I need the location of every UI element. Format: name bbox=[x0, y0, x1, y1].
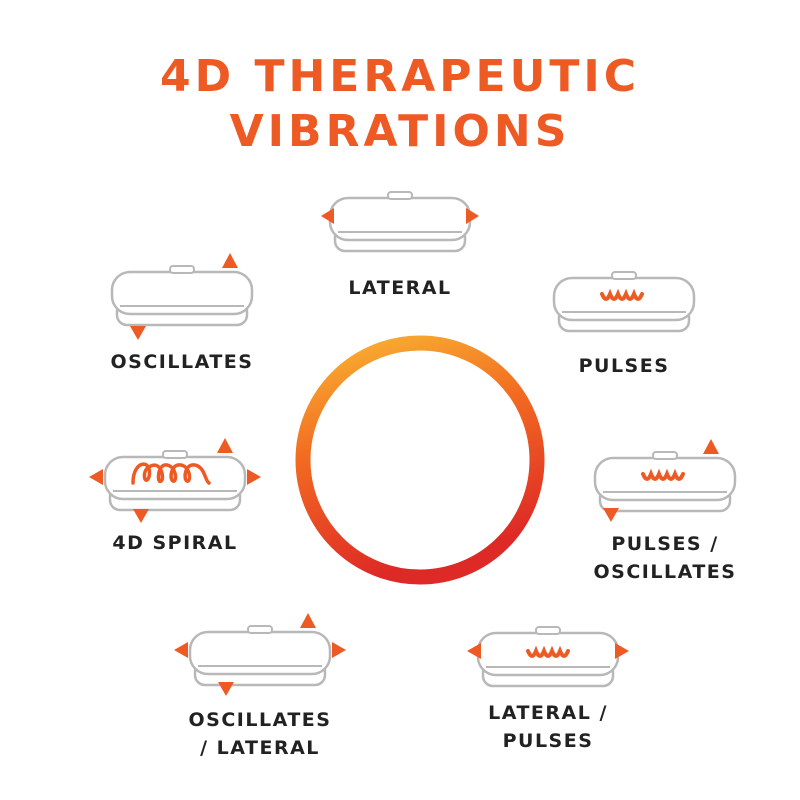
oscillates-lateral-label-2: / LATERAL bbox=[200, 737, 320, 759]
mode-lateral-pulses: LATERAL / PULSES bbox=[428, 625, 668, 755]
lateral-label: LATERAL bbox=[348, 277, 452, 299]
mode-4d-spiral: 4D SPIRAL bbox=[55, 437, 295, 557]
title-line-1: 4D THERAPEUTIC bbox=[160, 51, 640, 102]
oscillates-platform-icon bbox=[110, 253, 254, 340]
pulses-oscillates-platform-icon bbox=[593, 439, 737, 522]
oscillates-lateral-platform-icon bbox=[173, 613, 346, 696]
mode-pulses: PULSES bbox=[504, 270, 744, 380]
vibration-ring-icon bbox=[295, 335, 545, 585]
mode-pulses-oscillates: PULSES / OSCILLATES bbox=[545, 438, 785, 586]
lateral-pulses-platform-icon bbox=[466, 625, 629, 688]
lateral-pulses-label-1: LATERAL / bbox=[488, 702, 608, 724]
4d-spiral-label: 4D SPIRAL bbox=[112, 532, 238, 554]
oscillates-lateral-label-1: OSCILLATES bbox=[188, 709, 332, 731]
pulses-label: PULSES bbox=[578, 355, 670, 377]
mode-oscillates-lateral: OSCILLATES / LATERAL bbox=[140, 612, 380, 762]
mode-oscillates: OSCILLATES bbox=[62, 252, 302, 376]
title-line-2: VIBRATIONS bbox=[229, 106, 571, 157]
lateral-platform-icon bbox=[321, 190, 479, 253]
4d-spiral-platform-icon bbox=[88, 438, 261, 523]
pulses-oscillates-label-2: OSCILLATES bbox=[593, 561, 737, 583]
pulses-platform-icon bbox=[552, 270, 696, 333]
lateral-pulses-label-2: PULSES bbox=[502, 730, 594, 752]
pulses-oscillates-label-1: PULSES / bbox=[611, 533, 719, 555]
oscillates-label: OSCILLATES bbox=[110, 351, 254, 373]
mode-lateral: LATERAL bbox=[280, 190, 520, 302]
